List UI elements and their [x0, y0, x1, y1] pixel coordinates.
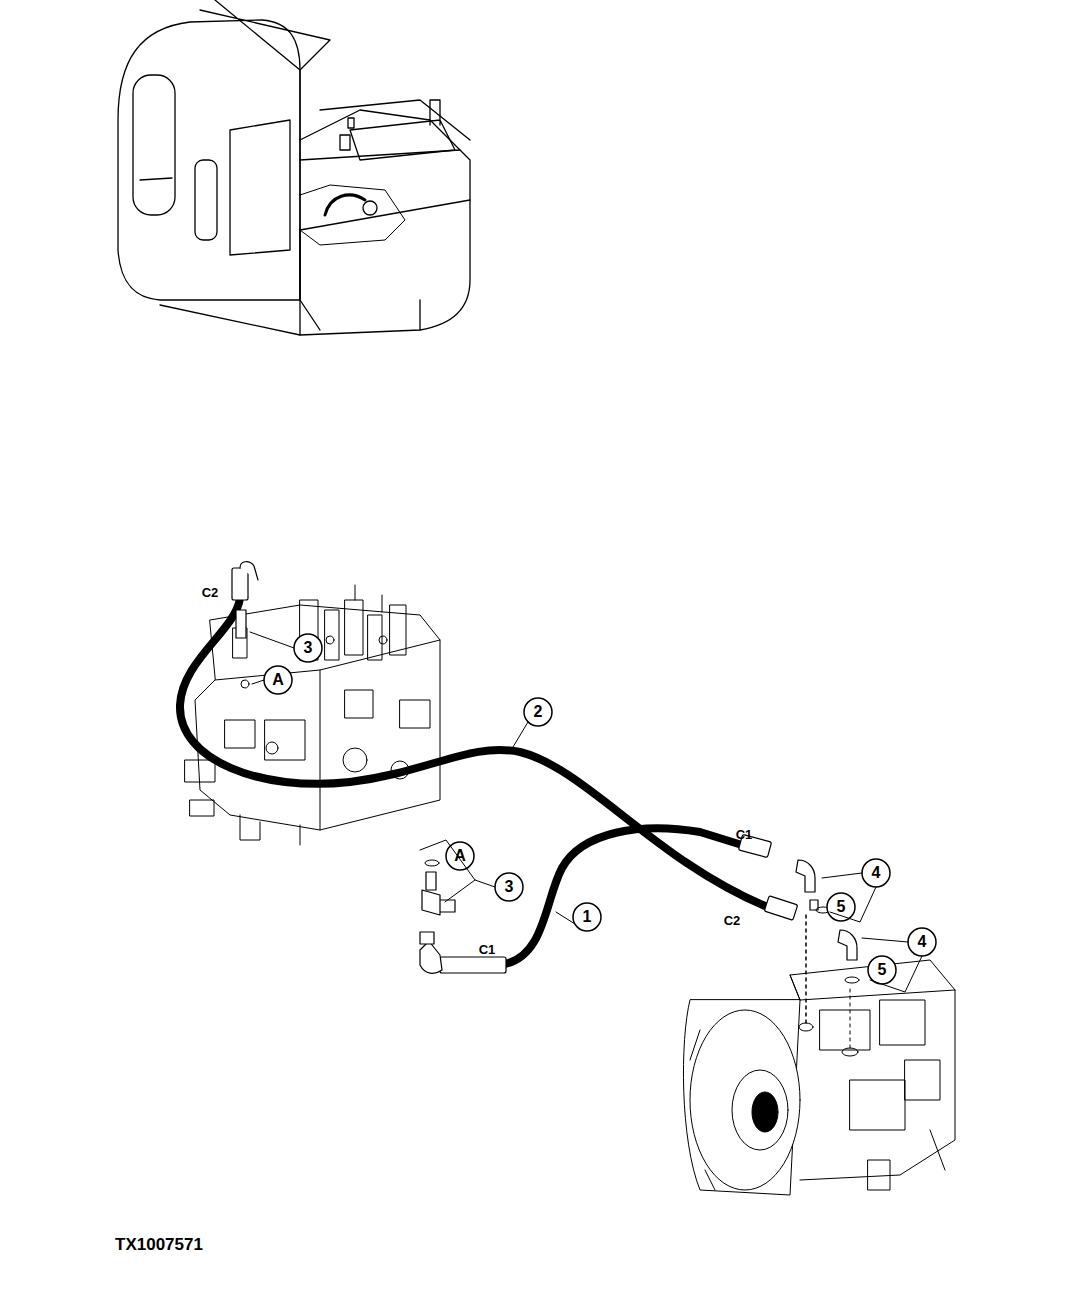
connector-mark: C1 [736, 828, 753, 841]
connector-mark: C2 [202, 586, 219, 599]
callout-number: 4 [918, 934, 927, 950]
callout-number: 4 [872, 865, 881, 881]
connector-mark: C2 [724, 914, 741, 927]
callout-number: 5 [878, 962, 887, 978]
callout-number: 1 [583, 909, 592, 925]
callout-number: A [272, 672, 284, 688]
figure-code: TX1007571 [115, 1236, 203, 1253]
callout-number: A [454, 848, 466, 864]
connector-mark: C1 [479, 943, 496, 956]
callout-number: 2 [534, 704, 543, 720]
excavator-sketch [118, 0, 470, 335]
callout-number: 5 [837, 899, 846, 915]
callout-circles [264, 634, 936, 984]
hose-fittings [232, 562, 857, 974]
callout-number: 3 [505, 879, 514, 895]
callout-number: 3 [304, 640, 313, 656]
hydraulic-pump [683, 915, 955, 1195]
hoses [180, 598, 765, 964]
leader-lines [250, 632, 922, 992]
